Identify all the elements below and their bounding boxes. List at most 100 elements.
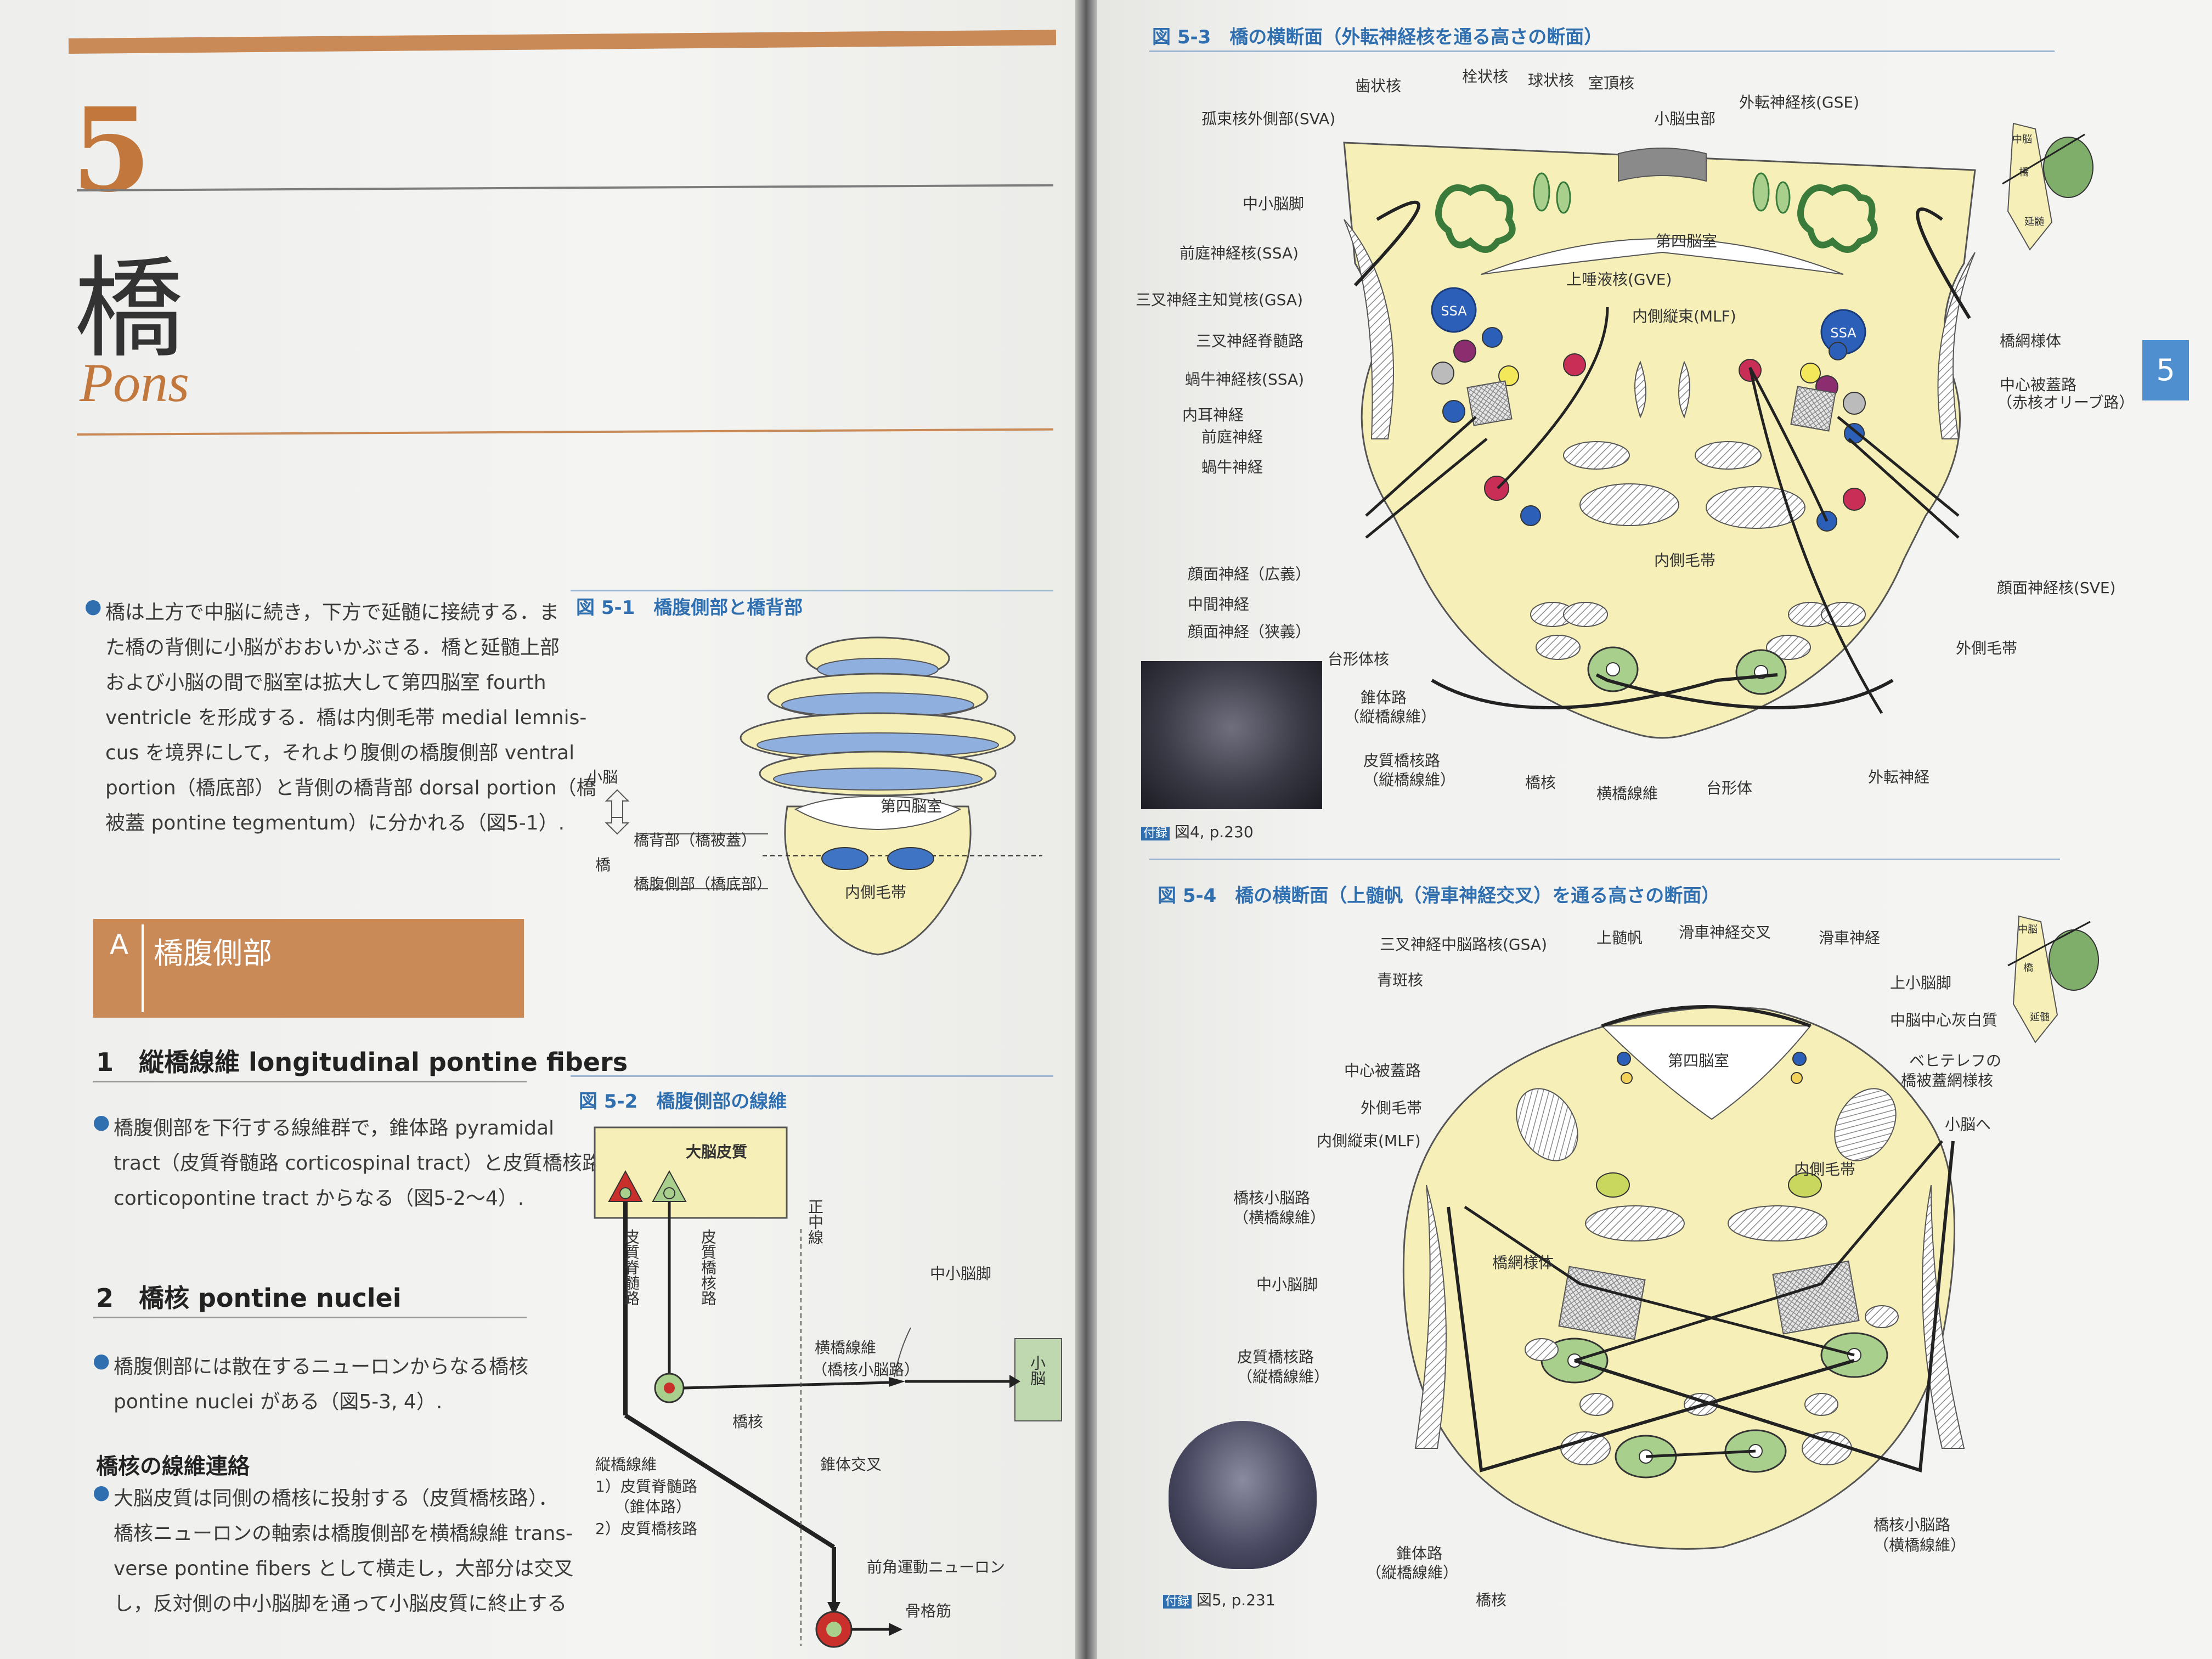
fig-5-4-pontine-nucleus: 橋核	[1476, 1591, 1507, 1609]
fig-5-4-label: 図 5-4 橋の横断面（上髄帆（滑車神経交叉）を通る高さの断面）	[1158, 885, 1720, 907]
fig-5-4-sup-velum: 上髄帆	[1596, 929, 1643, 947]
fig-5-4-pontocerebellar: 橋核小脳路	[1233, 1189, 1311, 1207]
fig-5-3-facial-nerve-narrow: 顔面神経（狭義）	[1188, 623, 1311, 641]
fig-5-3-vermis: 小脳虫部	[1654, 110, 1716, 128]
fig-5-4-reticular: 橋網様体	[1492, 1254, 1554, 1272]
fig-5-2-anterior-horn: 前角運動ニューロン	[867, 1558, 1006, 1576]
fig-5-3-inner-ear-nerve: 内耳神経	[1182, 406, 1244, 424]
fig-5-3-pontine-nucleus: 橋核	[1525, 774, 1556, 792]
fig-5-4-ref: 付録 図5, p.231	[1163, 1588, 1276, 1610]
fourth-ventricle-shape	[1481, 238, 1844, 275]
fig-5-3-dentate: 歯状核	[1355, 77, 1402, 95]
chapter-title: 橋	[74, 245, 184, 373]
fig-5-3-corticopontine-sub: （縦橋線維）	[1363, 771, 1456, 789]
subsection-3-heading: 橋核の線維連絡	[96, 1454, 250, 1479]
fig-5-3-intermediate-nerve: 中間神経	[1188, 595, 1250, 613]
fig-5-4-mcp: 中小脳脚	[1256, 1276, 1318, 1294]
fig-5-3-inset-mid: 中脳	[2012, 134, 2032, 145]
subsection-2-line-1: 橋腹側部には散在するニューロンからなる橋核	[114, 1356, 529, 1378]
fig-5-4-locus: 青斑核	[1377, 971, 1424, 989]
right-page: 5 図 5-3 橋の横断面（外転神経核を通る高さの断面）	[1097, 0, 2212, 1659]
fig-5-4-fourth-ventricle: 第四脳室	[1668, 1052, 1730, 1070]
fig-5-3-inset	[2002, 122, 2094, 251]
subsection-1-text: ● 橋腹側部を下行する線維群で，錐体路 pyramidal tract（皮質脊髄…	[93, 1111, 602, 1216]
fig-5-3-vestibular-ssa: 前庭神経核(SSA)	[1180, 244, 1299, 262]
fig-5-2-corticospinal: 皮質脊髄路	[622, 1229, 640, 1306]
fig-5-2-transverse-sub: （橋核小脳路）	[812, 1361, 920, 1379]
fig-5-4-pag: 中脳中心灰白質	[1890, 1011, 1998, 1029]
subsection-3-line-2: 橋核ニューロンの軸索は橋腹側部を横橋線維 trans-	[114, 1522, 573, 1545]
fig-5-2-pontine-nucleus: 橋核	[732, 1413, 764, 1431]
fig-5-3-corticopontine: 皮質橋核路	[1363, 752, 1441, 770]
chapter-title-en: Pons	[80, 352, 189, 413]
fig-5-3-rule	[1149, 50, 2055, 52]
fig-5-2-longitudinal-2: 2）皮質橋核路	[595, 1520, 697, 1538]
fig-5-4-bechterew: ベヒテレフの	[1909, 1052, 2002, 1070]
subsection-1-line-2: tract（皮質脊髄路 corticospinal tract）と皮質橋核路	[114, 1152, 602, 1175]
intro-line-3: および小脳の間で脳室は拡大して第四脳室 fourth	[105, 672, 546, 694]
section-a-title: 橋腹側部	[154, 936, 272, 970]
fig-5-3-fourth-ventricle: 第四脳室	[1656, 232, 1718, 250]
fig-5-3-mlf: 内側縦束(MLF)	[1632, 307, 1736, 325]
chapter-tab: 5	[2142, 340, 2189, 400]
fig-5-3-sup-salivatory: 上唾液核(GVE)	[1566, 270, 1672, 289]
subsection-3-line-1: 大脳皮質は同側の橋核に投射する（皮質橋核路）．	[114, 1487, 558, 1510]
fourth-ventricle-shape	[794, 795, 962, 831]
fig-5-2-longitudinal-1: 1）皮質脊髄路	[595, 1477, 697, 1496]
fig-5-1-medial-lemniscus: 内側毛帯	[845, 883, 907, 901]
chapter-number: 5	[71, 82, 152, 218]
fig-5-3-photo	[1141, 661, 1322, 809]
subsection-2-rule	[93, 1317, 527, 1318]
fig-5-4-trigeminal-mes: 三叉神経中脳路核(GSA)	[1380, 935, 1547, 953]
fig-5-3-inset-med: 延髄	[2024, 216, 2044, 228]
fig-5-4-ref-text: 図5, p.231	[1196, 1591, 1276, 1609]
fig-5-4-inset-mid: 中脳	[2018, 924, 2038, 935]
subsection-3-text: ● 大脳皮質は同側の橋核に投射する（皮質橋核路）． 橋核ニューロンの軸索は橋腹側…	[93, 1481, 573, 1622]
fig-5-3-pyramidal: 錐体路	[1361, 689, 1407, 707]
fig-5-4-diagram	[1402, 1005, 1965, 1550]
fig-5-4-inset-pons: 橋	[2023, 962, 2033, 974]
fig-5-4-pyramidal: 錐体路	[1396, 1544, 1443, 1562]
fig-5-4-inset-med: 延髄	[2030, 1012, 2050, 1023]
fig-5-2-decussation: 錐体交叉	[820, 1455, 882, 1474]
fig-5-3-ref-text: 図4, p.230	[1174, 823, 1254, 841]
fig-5-3-vestibular-nerve: 前庭神経	[1201, 428, 1263, 446]
fig-5-4-scp: 上小脳脚	[1890, 974, 1952, 992]
pons-body	[784, 805, 972, 956]
fig-5-3-ssa-right: SSA	[1830, 325, 1857, 341]
dentate-left	[1435, 184, 1516, 253]
intro-line-1: 橋は上方で中脳に続き，下方で延髄に接続する．ま	[105, 601, 559, 624]
fig-5-1-pons: 橋	[595, 856, 611, 874]
fig-5-3-trapezoid-body: 台形体	[1706, 779, 1753, 797]
fig-5-4-inset	[2007, 915, 2099, 1043]
section-a-box: A 橋腹側部	[93, 919, 524, 1018]
fig-5-3-abducens-nerve: 外転神経	[1868, 768, 1930, 786]
subsection-2-text: ● 橋腹側部には散在するニューロンからなる橋核 pontine nuclei が…	[93, 1350, 529, 1420]
fig-5-3-emboliform: 栓状核	[1462, 67, 1509, 86]
fig-5-3-cochlear-ssa: 蝸牛神経核(SSA)	[1185, 370, 1305, 388]
fig-5-1-fourth-ventricle: 第四脳室	[881, 797, 943, 815]
fig-5-4-rule	[1149, 859, 2060, 860]
fig-5-3-label: 図 5-3 橋の横断面（外転神経核を通る高さの断面）	[1152, 26, 1603, 48]
fig-5-2-longitudinal-title: 縦橋線維	[595, 1455, 657, 1474]
cerebellum-box	[1014, 1338, 1062, 1421]
fig-5-3-central-tegmental-sub: （赤核オリーブ路）	[1997, 393, 2135, 411]
fig-5-3-mcp: 中小脳脚	[1243, 195, 1305, 213]
fig-5-3-solitary-sva: 孤束核外側部(SVA)	[1201, 110, 1336, 128]
fig-5-4-pontocerebellar-r-sub: （横橋線維）	[1874, 1536, 1966, 1554]
intro-paragraph: ● 橋は上方で中脳に続き，下方で延髄に接続する．ま た橋の背側に小脳がおおいかぶ…	[84, 595, 596, 841]
fig-5-2-mcp: 中小脳脚	[930, 1265, 992, 1283]
fig-5-4-photo	[1169, 1421, 1317, 1569]
dentate-right	[1797, 184, 1878, 253]
fig-5-1-rule	[571, 590, 1053, 591]
fig-5-4-pyramidal-sub: （縦橋線維）	[1366, 1564, 1459, 1582]
fig-5-4-pontocerebellar-r: 橋核小脳路	[1874, 1516, 1951, 1534]
fig-5-4-corticopontine: 皮質橋核路	[1237, 1348, 1314, 1366]
fig-5-2-midline: 正中線	[806, 1199, 824, 1245]
subsection-1-rule	[93, 1081, 527, 1082]
fig-5-2-transverse: 横橋線維	[815, 1339, 877, 1357]
subsection-1-line-3: corticopontine tract からなる（図5-2〜4）.	[114, 1187, 524, 1210]
subsection-1-line-1: 橋腹側部を下行する線維群で，錐体路 pyramidal	[114, 1117, 555, 1139]
fig-5-4-trochlear-nerve: 滑車神経	[1819, 929, 1881, 947]
fig-5-2-diagram	[594, 1126, 1062, 1648]
